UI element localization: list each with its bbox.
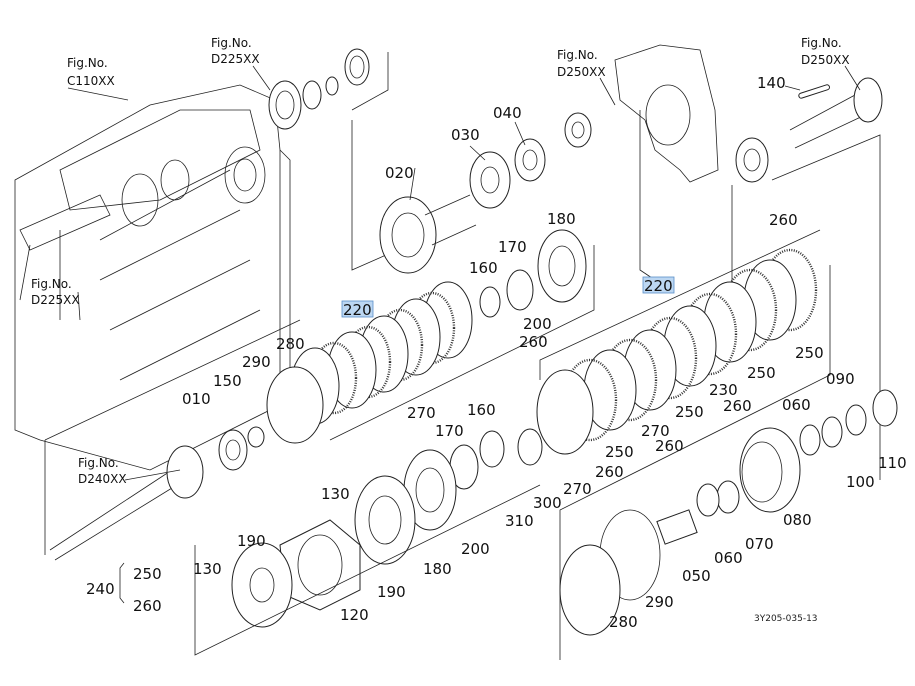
fig-code[interactable]: C110XX xyxy=(67,74,115,88)
svg-text:Fig.No.: Fig.No. xyxy=(31,277,72,291)
callout[interactable]: 290 xyxy=(645,593,674,611)
drawing-code: 3Y205-035-13 xyxy=(754,614,818,624)
callout[interactable]: 240 xyxy=(86,580,115,598)
callout[interactable]: 260 xyxy=(723,397,752,415)
clutch-discs-right xyxy=(517,229,831,660)
callout[interactable]: 250 xyxy=(795,344,824,362)
callout[interactable]: 280 xyxy=(276,335,305,353)
gear-080-assembly xyxy=(559,389,898,636)
callout[interactable]: 180 xyxy=(547,210,576,228)
figure-reference[interactable]: Fig.No. D225XX xyxy=(31,277,80,307)
callout[interactable]: 110 xyxy=(878,454,907,472)
callout[interactable]: 250 xyxy=(133,565,162,583)
callout[interactable]: 200 xyxy=(461,540,490,558)
fig-code[interactable]: D225XX xyxy=(31,293,80,307)
figure-reference[interactable]: Fig.No. D250XX xyxy=(557,48,606,79)
callout[interactable]: 300 xyxy=(533,494,562,512)
callout[interactable]: 310 xyxy=(505,512,534,530)
callout[interactable]: 150 xyxy=(213,372,242,390)
fig-code[interactable]: D225XX xyxy=(211,52,260,66)
output-shaft xyxy=(731,77,883,480)
callout[interactable]: 160 xyxy=(469,259,498,277)
callout-highlighted[interactable]: 220 xyxy=(343,301,372,319)
callout[interactable]: 270 xyxy=(563,480,592,498)
callout[interactable]: 170 xyxy=(498,238,527,256)
callout[interactable]: 230 xyxy=(709,381,738,399)
svg-text:Fig.No.: Fig.No. xyxy=(801,36,842,50)
callout[interactable]: 130 xyxy=(193,560,222,578)
callout[interactable]: 030 xyxy=(451,126,480,144)
callout[interactable]: 070 xyxy=(745,535,774,553)
callout[interactable]: 010 xyxy=(182,390,211,408)
fig-code[interactable]: D250XX xyxy=(557,65,606,79)
figure-reference[interactable]: Fig.No. D240XX xyxy=(78,456,127,486)
highlight-220-left xyxy=(341,300,374,318)
callout[interactable]: 050 xyxy=(682,567,711,585)
transmission-case xyxy=(14,84,291,471)
input-shaft-group xyxy=(379,112,592,274)
callout[interactable]: 180 xyxy=(423,560,452,578)
callout[interactable]: 190 xyxy=(237,532,266,550)
callout[interactable]: 100 xyxy=(846,473,875,491)
callout[interactable]: 260 xyxy=(133,597,162,615)
callout[interactable]: 140 xyxy=(757,74,786,92)
callout[interactable]: 250 xyxy=(675,403,704,421)
callout[interactable]: 090 xyxy=(826,370,855,388)
callout[interactable]: 290 xyxy=(242,353,271,371)
callout[interactable]: 260 xyxy=(655,437,684,455)
svg-text:Fig.No.: Fig.No. xyxy=(67,56,108,70)
callout[interactable]: 170 xyxy=(435,422,464,440)
svg-text:Fig.No.: Fig.No. xyxy=(557,48,598,62)
main-shaft-240 xyxy=(44,319,301,561)
callout[interactable]: 020 xyxy=(385,164,414,182)
callout[interactable]: 270 xyxy=(407,404,436,422)
svg-text:Fig.No.: Fig.No. xyxy=(211,36,252,50)
callout[interactable]: 260 xyxy=(519,333,548,351)
callout[interactable]: 160 xyxy=(467,401,496,419)
bearing-group-top xyxy=(268,48,421,271)
callout[interactable]: 260 xyxy=(595,463,624,481)
callout[interactable]: 080 xyxy=(783,511,812,529)
callout[interactable]: 250 xyxy=(605,443,634,461)
callout[interactable]: 260 xyxy=(769,211,798,229)
fig-code[interactable]: D240XX xyxy=(78,472,127,486)
callout[interactable]: 250 xyxy=(747,364,776,382)
callout-highlighted[interactable]: 220 xyxy=(644,277,673,295)
callout[interactable]: 060 xyxy=(714,549,743,567)
figure-reference[interactable]: Fig.No. D225XX xyxy=(211,36,260,66)
clutch-pack-upper xyxy=(218,229,595,471)
clutch-discs-left xyxy=(266,281,473,444)
figure-reference[interactable]: Fig.No. D250XX xyxy=(801,36,850,67)
callout[interactable]: 190 xyxy=(377,583,406,601)
callout[interactable]: 130 xyxy=(321,485,350,503)
fig-code[interactable]: D250XX xyxy=(801,53,850,67)
callout[interactable]: 270 xyxy=(641,422,670,440)
highlight-220-right xyxy=(642,276,675,294)
callout[interactable]: 200 xyxy=(523,315,552,333)
callout[interactable]: 280 xyxy=(609,613,638,631)
callout[interactable]: 040 xyxy=(493,104,522,122)
callout[interactable]: 120 xyxy=(340,606,369,624)
callout[interactable]: 060 xyxy=(782,396,811,414)
figure-reference[interactable]: Fig.No. C110XX xyxy=(67,56,115,88)
part-callouts: 140 020 030 040 180 170 160 200 260 220 … xyxy=(86,74,907,631)
piston-assembly xyxy=(194,430,541,656)
clutch-housing xyxy=(614,44,719,281)
bracket xyxy=(119,562,125,604)
svg-text:Fig.No.: Fig.No. xyxy=(78,456,119,470)
